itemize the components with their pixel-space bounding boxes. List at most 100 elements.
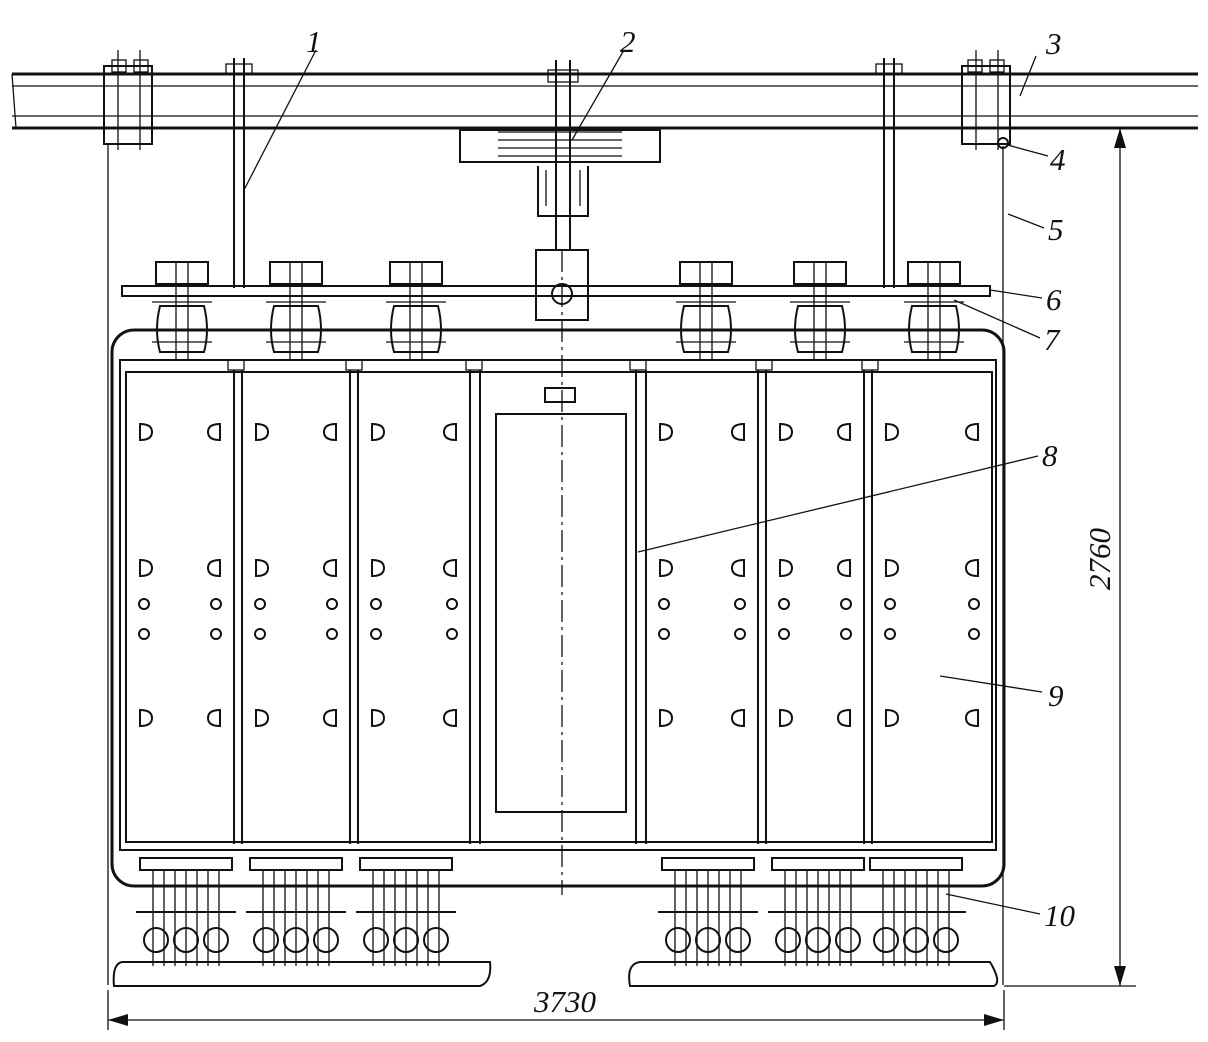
callout-9: 9	[1048, 678, 1064, 713]
panel-hole	[840, 628, 852, 640]
panel-hole	[138, 628, 150, 640]
terminal-eye	[143, 927, 169, 953]
panel-clip	[322, 422, 337, 442]
terminal-eye	[873, 927, 899, 953]
terminal-eye	[933, 927, 959, 953]
terminal-eye	[393, 927, 419, 953]
terminal-eye	[805, 927, 831, 953]
panel-clip	[779, 422, 794, 442]
terminal-cluster	[768, 857, 868, 966]
callout-7: 7	[1044, 322, 1061, 357]
panel-clip	[371, 708, 386, 728]
panel-clip	[779, 708, 794, 728]
center-window	[495, 250, 627, 895]
panel-clip	[442, 422, 457, 442]
callout-2: 2	[620, 24, 636, 59]
terminal-eye	[313, 927, 339, 953]
panel-clip	[255, 708, 270, 728]
panel-hole	[326, 628, 338, 640]
callout-labels: 1 2 3 4 5 6 7 8 9 10	[306, 24, 1076, 933]
panel-clip	[139, 708, 154, 728]
terminal-eye	[253, 927, 279, 953]
terminal-eye	[203, 927, 229, 953]
panel-clip	[255, 558, 270, 578]
panel-hardware	[138, 422, 980, 728]
terminal-cluster	[356, 857, 456, 966]
panel-clip	[139, 422, 154, 442]
hanger-rods	[225, 58, 903, 288]
terminal-flange	[869, 857, 963, 871]
panel-clip	[730, 708, 745, 728]
terminal-cluster	[866, 857, 966, 966]
panel-clip	[730, 558, 745, 578]
bus-plate	[121, 285, 991, 297]
terminal-flange	[139, 857, 233, 871]
panel-clip	[779, 558, 794, 578]
panel-clip	[836, 422, 851, 442]
base-skids	[112, 961, 999, 987]
top-bushing	[266, 261, 326, 360]
central-suspension	[459, 60, 661, 321]
terminal-eye	[173, 927, 199, 953]
panel-hole	[968, 628, 980, 640]
terminal-eye	[775, 927, 801, 953]
cabinet-body	[110, 328, 1006, 888]
terminal-eye	[423, 927, 449, 953]
panel-clip	[836, 708, 851, 728]
panel-clip	[885, 558, 900, 578]
panel-hole	[734, 628, 746, 640]
terminal-cluster	[136, 857, 236, 966]
panel-clip	[139, 558, 154, 578]
callout-10: 10	[1044, 898, 1076, 933]
terminal-eye	[903, 927, 929, 953]
panel-clip	[659, 708, 674, 728]
panel-clip	[255, 422, 270, 442]
terminal-flange	[249, 857, 343, 871]
top-bushing	[386, 261, 446, 360]
callout-6: 6	[1046, 282, 1062, 317]
callout-4: 4	[1050, 142, 1066, 177]
terminal-flange	[359, 857, 453, 871]
panel-hole	[840, 598, 852, 610]
panel-clip	[964, 558, 979, 578]
dimension-height-label: 2760	[1082, 528, 1117, 591]
panel-hole	[254, 598, 266, 610]
panel-hole	[370, 598, 382, 610]
panel-clip	[206, 708, 221, 728]
panel-clip	[322, 708, 337, 728]
terminal-eye	[363, 927, 389, 953]
top-bushing	[790, 261, 850, 360]
callout-3: 3	[1045, 26, 1062, 61]
overhead-rail	[11, 72, 1198, 130]
callout-1: 1	[306, 24, 322, 59]
terminal-eye	[695, 927, 721, 953]
panel-clip	[206, 558, 221, 578]
panel-clip	[659, 422, 674, 442]
panel-clip	[206, 422, 221, 442]
panel-clip	[659, 558, 674, 578]
callout-leaders	[243, 49, 1049, 915]
terminal-cluster	[246, 857, 346, 966]
panel-hole	[778, 598, 790, 610]
panel-hole	[884, 598, 896, 610]
panel-clip	[442, 558, 457, 578]
top-bushings	[152, 261, 964, 360]
dimension-lines	[107, 127, 1136, 1030]
panel-clip	[371, 422, 386, 442]
panel-hole	[210, 598, 222, 610]
terminal-eye	[283, 927, 309, 953]
panel-clip	[442, 708, 457, 728]
panel-hole	[968, 598, 980, 610]
bottom-terminals	[136, 857, 966, 966]
panel-dividers	[227, 359, 879, 844]
panel-hole	[734, 598, 746, 610]
beam-clamp-right	[961, 50, 1011, 150]
terminal-eye	[665, 927, 691, 953]
top-bushing	[152, 261, 212, 360]
panel-hole	[446, 598, 458, 610]
panel-clip	[964, 422, 979, 442]
top-bushing	[676, 261, 736, 360]
panel-hole	[658, 628, 670, 640]
terminal-eye	[835, 927, 861, 953]
